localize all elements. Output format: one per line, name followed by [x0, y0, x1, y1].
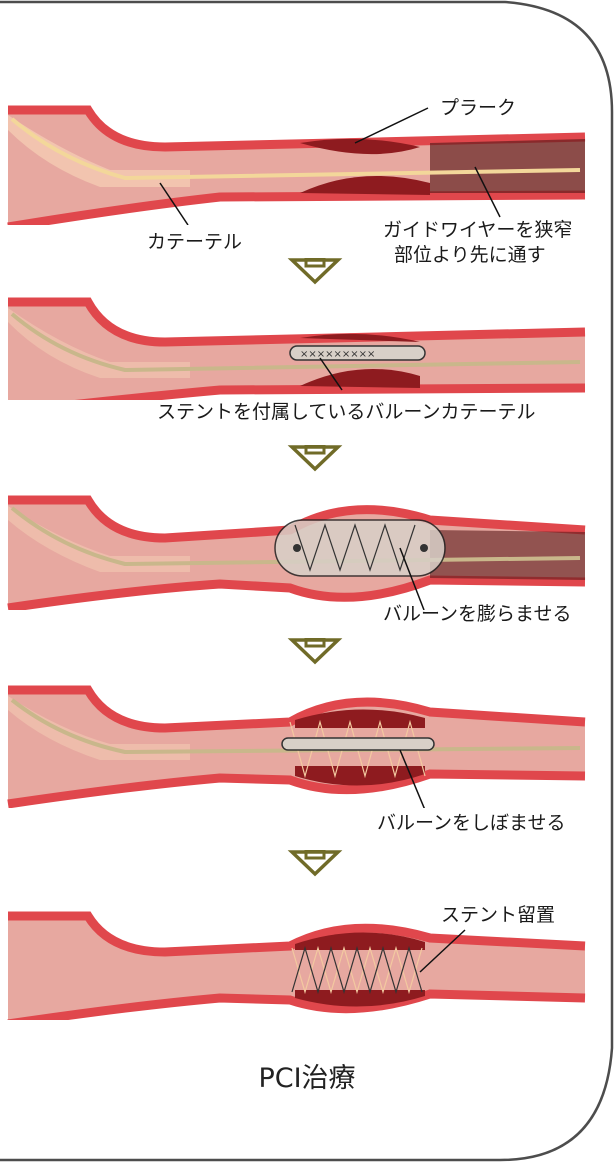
svg-text:×××××××××: ×××××××××: [300, 349, 375, 360]
stage-2-vessel: ×××××××××: [8, 297, 586, 400]
balloon-catheter: [289, 345, 426, 361]
stage-3-vessel: [7, 495, 586, 610]
stage-5-vessel: [7, 911, 586, 1020]
label-balloon-catheter: ステントを付属しているバルーンカテーテル: [157, 401, 536, 423]
arrow-down-icon: [287, 850, 343, 877]
arrow-down-icon: [287, 638, 343, 665]
stage-1-vessel: [7, 105, 586, 225]
plaque-bottom: [300, 175, 430, 195]
arrow-down-icon: [287, 258, 343, 285]
label-plaque: プラーク: [440, 97, 517, 119]
guidewire: [10, 117, 581, 181]
label-catheter: カテーテル: [147, 231, 243, 253]
arrow-down-icon: [287, 445, 343, 472]
label-guidewire-1: ガイドワイヤーを狭窄: [383, 219, 573, 241]
catheter: [8, 115, 190, 187]
stent: [291, 945, 423, 995]
label-deflate: バルーンをしぼませる: [377, 812, 566, 834]
diagram-title: PCI治療: [258, 1063, 356, 1094]
plaque-top: [300, 138, 420, 155]
label-guidewire-2: 部位より先に通す: [394, 244, 546, 266]
label-inflate: バルーンを膨らませる: [383, 603, 572, 625]
deflated-balloon: [281, 737, 435, 751]
label-stent-placed: ステント留置: [441, 904, 556, 926]
stage-4-vessel: [7, 685, 586, 808]
